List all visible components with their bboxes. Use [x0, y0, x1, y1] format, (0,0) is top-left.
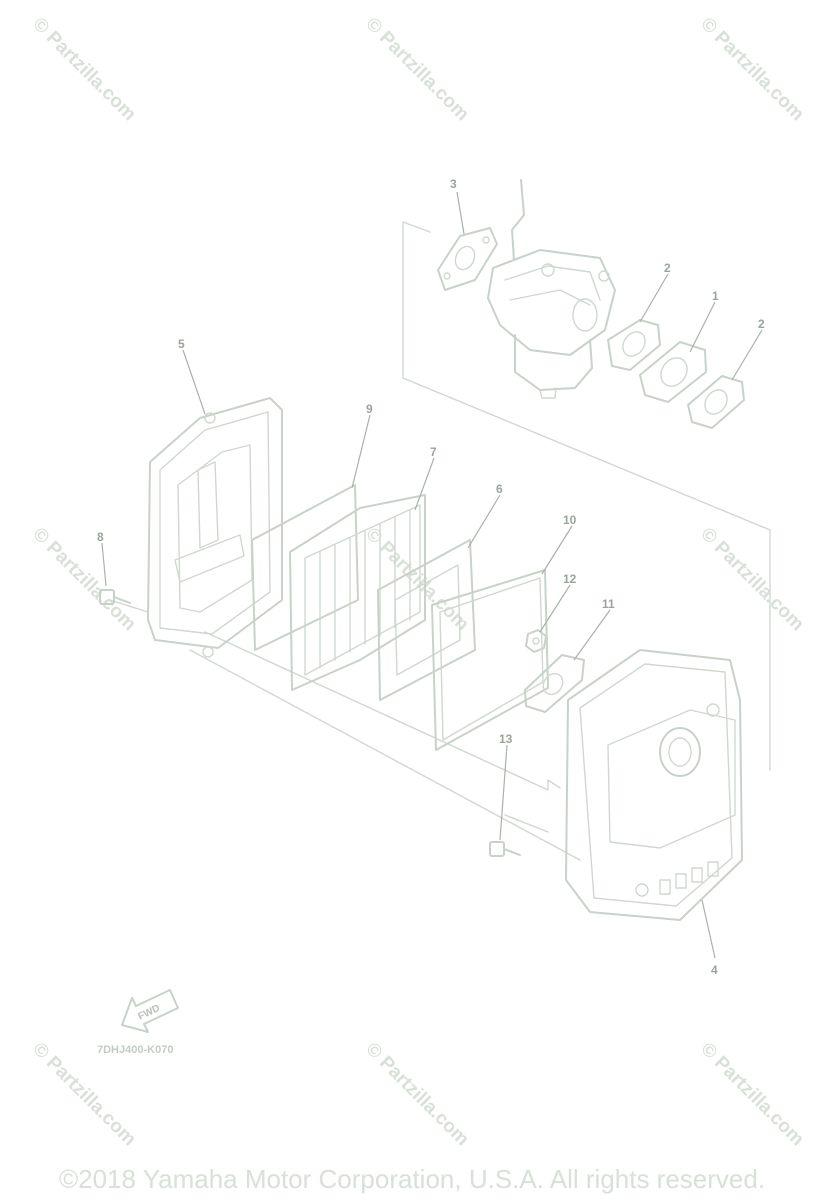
part-label-5: 5 [178, 337, 185, 351]
watermark: © Partzilla.com [696, 1039, 807, 1150]
diagram-code: 7DHJ400-K070 [97, 1044, 173, 1056]
part-label-12: 12 [563, 572, 577, 586]
part-label-10: 10 [563, 513, 577, 527]
air-path-guide [204, 631, 561, 791]
lower-guide [189, 649, 581, 861]
watermark: © Partzilla.com [696, 14, 807, 125]
gasket-part-6 [377, 539, 476, 701]
bolt-part-8 [99, 589, 131, 605]
watermark-layer: © Partzilla.com © Partzilla.com © Partzi… [28, 14, 807, 1150]
copyright-notice: ©2018 Yamaha Motor Corporation, U.S.A. A… [58, 1164, 766, 1194]
bolt-part-13 [489, 841, 521, 857]
gasket-part-11 [524, 654, 585, 713]
part-label-13: 13 [499, 732, 513, 746]
gasket-part-2a [607, 319, 661, 371]
bolt-guide [504, 814, 549, 833]
part-label-2a: 2 [664, 261, 671, 275]
insulator-part-1 [639, 341, 707, 403]
carburetor-group-bracket [402, 221, 771, 771]
part-label-9: 9 [366, 402, 373, 416]
leader-lines [101, 191, 763, 959]
watermark: © Partzilla.com [696, 524, 807, 635]
part-label-8: 8 [97, 530, 104, 544]
part-label-4: 4 [711, 963, 718, 977]
part-label-11: 11 [602, 597, 615, 611]
muffler-part-4 [565, 649, 743, 921]
air-cleaner-case-part-5 [147, 397, 283, 658]
part-label-3: 3 [450, 177, 457, 191]
part-label-6: 6 [496, 482, 503, 496]
part-label-2b: 2 [758, 317, 765, 331]
watermark: © Partzilla.com [28, 14, 139, 125]
bolt-guide [109, 599, 149, 613]
part-label-7: 7 [430, 445, 437, 459]
pre-filter-part-9 [251, 484, 359, 651]
assembly-guide-lines [109, 221, 771, 861]
part-labels: 3 2 1 2 5 9 7 6 8 10 12 11 13 4 [97, 177, 765, 977]
part-label-1: 1 [712, 289, 719, 303]
seal-part-10 [431, 569, 549, 751]
nut-part-12 [525, 629, 547, 653]
forward-direction-arrow: FWD [121, 989, 179, 1033]
watermark: © Partzilla.com [361, 14, 472, 125]
fwd-label: FWD [136, 1003, 161, 1023]
watermark: © Partzilla.com [28, 524, 139, 635]
gasket-part-2b [687, 375, 745, 429]
gasket-part-3 [437, 227, 498, 291]
watermark: © Partzilla.com [361, 1039, 472, 1150]
carburetor [487, 179, 616, 399]
air-filter-element-part-7 [289, 494, 426, 691]
